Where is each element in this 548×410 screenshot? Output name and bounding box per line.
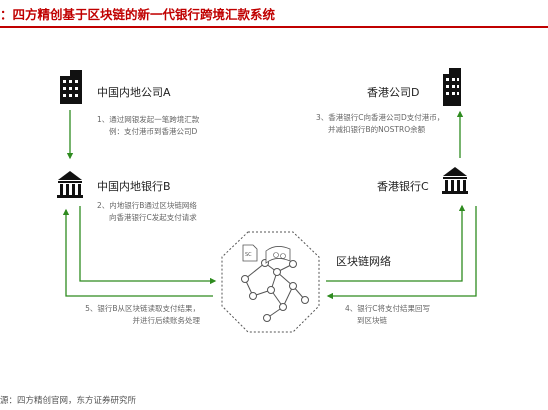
step-4-note: 4、银行C将支付结果回写 到区块链 [345, 303, 430, 327]
building-icon-company-d [443, 68, 461, 106]
title-rule [0, 26, 548, 28]
flow-arrows [62, 110, 477, 300]
step-2-line-1: 2、内地银行B通过区块链网络 [97, 201, 197, 210]
step-3-line-1: 3、香港银行C向香港公司D支付港币， [316, 113, 445, 122]
step-4-line-1: 4、银行C将支付结果回写 [345, 304, 431, 313]
step-1-line-1: 1、通过网银发起一笔跨境汇款 [97, 115, 200, 124]
step-4-line-2: 到区块链 [357, 316, 387, 325]
arrow-c-to-network [326, 206, 477, 300]
node-company-d: 香港公司D [367, 86, 420, 99]
smart-contract-icon: SC [242, 244, 258, 262]
step-3-line-2: 并减扣银行B的NOSTRO余额 [328, 125, 426, 134]
blockchain-network-icon: SC [221, 231, 320, 333]
step-1-line-2: 例：支付港币到香港公司D [109, 127, 198, 136]
figure-title: ：四方精创基于区块链的新一代银行跨境汇款系统 [0, 7, 276, 22]
building-icon-company-a [60, 70, 82, 104]
bank-icon-bank-b [57, 171, 83, 198]
step-1-note: 1、通过网银发起一笔跨境汇款 例：支付港币到香港公司D [97, 114, 199, 138]
arrow-network-to-c [326, 204, 466, 282]
step-2-note: 2、内地银行B通过区块链网络 向香港银行C发起支付请求 [97, 200, 197, 224]
node-bank-b: 中国内地银行B [97, 180, 171, 193]
arrow-network-to-b [62, 208, 213, 297]
step-3-note: 3、香港银行C向香港公司D支付港币， 并减扣银行B的NOSTRO余额 [316, 112, 444, 136]
node-blockchain: 区块链网络 [336, 255, 391, 268]
bank-icon-bank-c [442, 167, 468, 194]
step-5-note: 5、银行B从区块链读取支付结果， 并进行后续账务处理 [70, 303, 200, 327]
arrow-b-to-network [79, 206, 217, 285]
node-bank-c: 香港银行C [377, 180, 429, 193]
step-2-line-2: 向香港银行C发起支付请求 [109, 213, 197, 222]
step-5-line-1: 5、银行B从区块链读取支付结果， [85, 304, 200, 313]
step-5-line-2: 并进行后续账务处理 [132, 316, 201, 325]
node-company-a: 中国内地公司A [97, 86, 171, 99]
currency-notes-icon [265, 246, 291, 264]
source-note: 源：四方精创官网，东方证券研究所 [0, 396, 137, 406]
smart-contract-label: SC [245, 252, 252, 258]
